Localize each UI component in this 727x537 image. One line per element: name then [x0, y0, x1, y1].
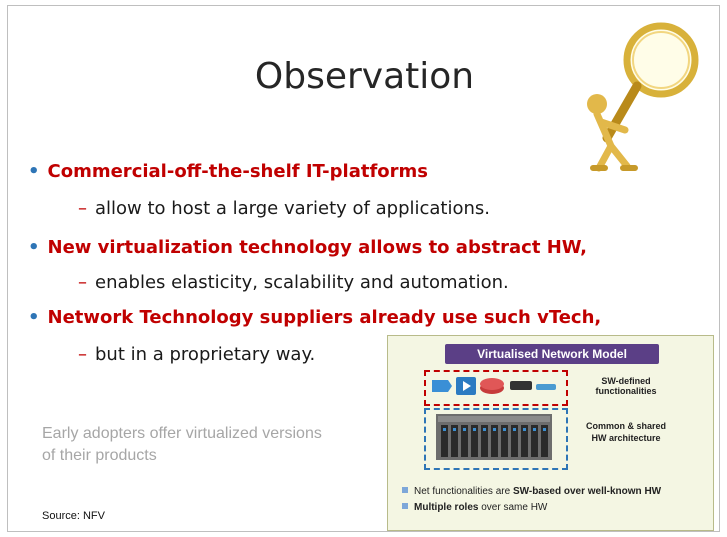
cable-icon: [536, 384, 556, 390]
sub-bullet-3: –but in a proprietary way.: [78, 344, 316, 365]
square-bullet-icon: [402, 503, 408, 509]
hw-layer-frame: [424, 408, 568, 470]
inset-bullet-1: Net functionalities are SW-based over we…: [402, 486, 707, 497]
bullet-dot-icon: •: [28, 237, 40, 258]
early-adopters-note: Early adopters offer virtualized version…: [42, 425, 322, 464]
bullet-dot-icon: •: [28, 307, 40, 328]
sub-bullet-2: –enables elasticity, scalability and aut…: [78, 272, 509, 293]
switch-icon: [432, 380, 452, 392]
inset-bullet-2: Multiple roles over same HW: [402, 502, 707, 513]
bullet-3: •Network Technology suppliers already us…: [28, 307, 602, 328]
shared-hw-label: Common & shared HW architecture: [585, 421, 666, 443]
square-bullet-icon: [402, 487, 408, 493]
inset-bullet-list: Net functionalities are SW-based over we…: [402, 486, 707, 518]
source-label: Source: NFV: [42, 510, 105, 522]
bullet-1: •Commercial-off-the-shelf IT-platforms: [28, 161, 428, 182]
sw-defined-label: SW-defined functionalities: [595, 376, 657, 396]
magnifier-figure-icon: [571, 18, 711, 198]
server-rack-icon: [436, 414, 552, 460]
slide: Observation •Commercial-off-the-shelf IT…: [7, 5, 720, 532]
bullet-2: •New virtualization technology allows to…: [28, 237, 588, 258]
sub-bullet-1: –allow to host a large variety of applic…: [78, 198, 490, 219]
router-icon: [480, 378, 504, 394]
device-icon: [510, 381, 532, 390]
bullet-dot-icon: •: [28, 161, 40, 182]
slide-title: Observation: [254, 56, 475, 97]
virtualised-network-model-figure: Virtualised Network Model: [387, 335, 714, 531]
video-icon: [456, 377, 476, 395]
sw-layer-frame: [424, 370, 568, 406]
inset-header: Virtualised Network Model: [445, 344, 659, 364]
